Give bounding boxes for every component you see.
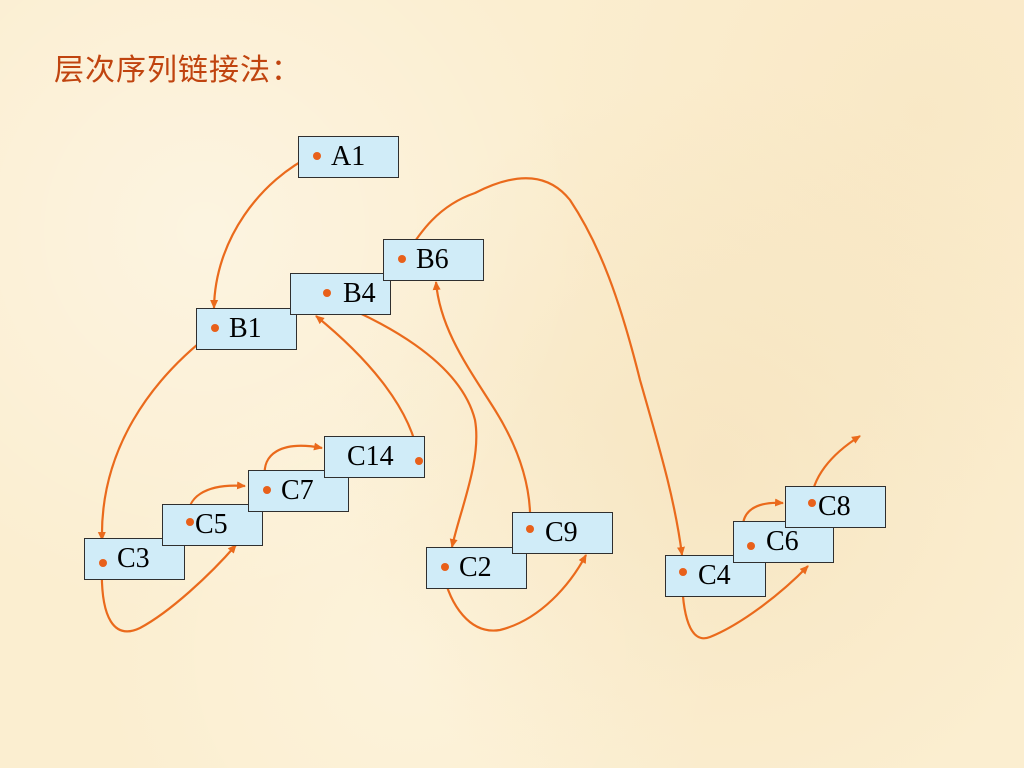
node-label: B4 <box>343 278 376 309</box>
node-c3: C3 <box>84 538 185 580</box>
node-c6: C6 <box>733 521 834 563</box>
pointer-dot <box>747 542 755 550</box>
pointer-dot <box>211 324 219 332</box>
node-label: B6 <box>416 244 449 275</box>
arrow-b6-to-c4 <box>400 177 685 556</box>
node-label: A1 <box>331 141 366 172</box>
node-c14: C14 <box>324 436 425 478</box>
pointer-dot <box>526 525 534 533</box>
arrow-c4-to-c6 <box>680 565 809 640</box>
node-c5: C5 <box>162 504 263 546</box>
pointer-dot <box>323 289 331 297</box>
node-b1: B1 <box>196 308 297 350</box>
arrow-a1-to-b1 <box>210 153 316 309</box>
pointer-dot <box>263 486 271 494</box>
arrow-b4-to-c2 <box>324 296 478 548</box>
node-label: C14 <box>347 441 394 472</box>
arrow-b1-to-c3 <box>97 331 214 541</box>
pointer-dot <box>679 568 687 576</box>
node-label: C8 <box>818 491 851 522</box>
node-label: C4 <box>698 560 731 591</box>
node-c2: C2 <box>426 547 527 589</box>
arrow-c9-to-b6 <box>432 281 532 529</box>
node-label: C7 <box>281 475 314 506</box>
node-b4: B4 <box>290 273 391 315</box>
pointer-dot <box>313 152 321 160</box>
slide-title: 层次序列链接法： <box>54 53 302 88</box>
node-c9: C9 <box>512 512 613 554</box>
node-label: C6 <box>766 526 799 557</box>
node-a1: A1 <box>298 136 399 178</box>
node-label: C3 <box>117 543 150 574</box>
node-c8: C8 <box>785 486 886 528</box>
node-label: C9 <box>545 517 578 548</box>
arrow-c2-to-c9 <box>441 554 587 632</box>
pointer-dot <box>415 457 423 465</box>
node-label: B1 <box>229 313 262 344</box>
arrow-c3-to-c5 <box>100 544 237 633</box>
pointer-dot <box>186 518 194 526</box>
node-b6: B6 <box>383 239 484 281</box>
pointer-dot <box>808 499 816 507</box>
node-label: C2 <box>459 552 492 583</box>
pointer-dot <box>441 563 449 571</box>
node-label: C5 <box>195 509 228 540</box>
pointer-dot <box>398 255 406 263</box>
pointer-dot <box>99 559 107 567</box>
